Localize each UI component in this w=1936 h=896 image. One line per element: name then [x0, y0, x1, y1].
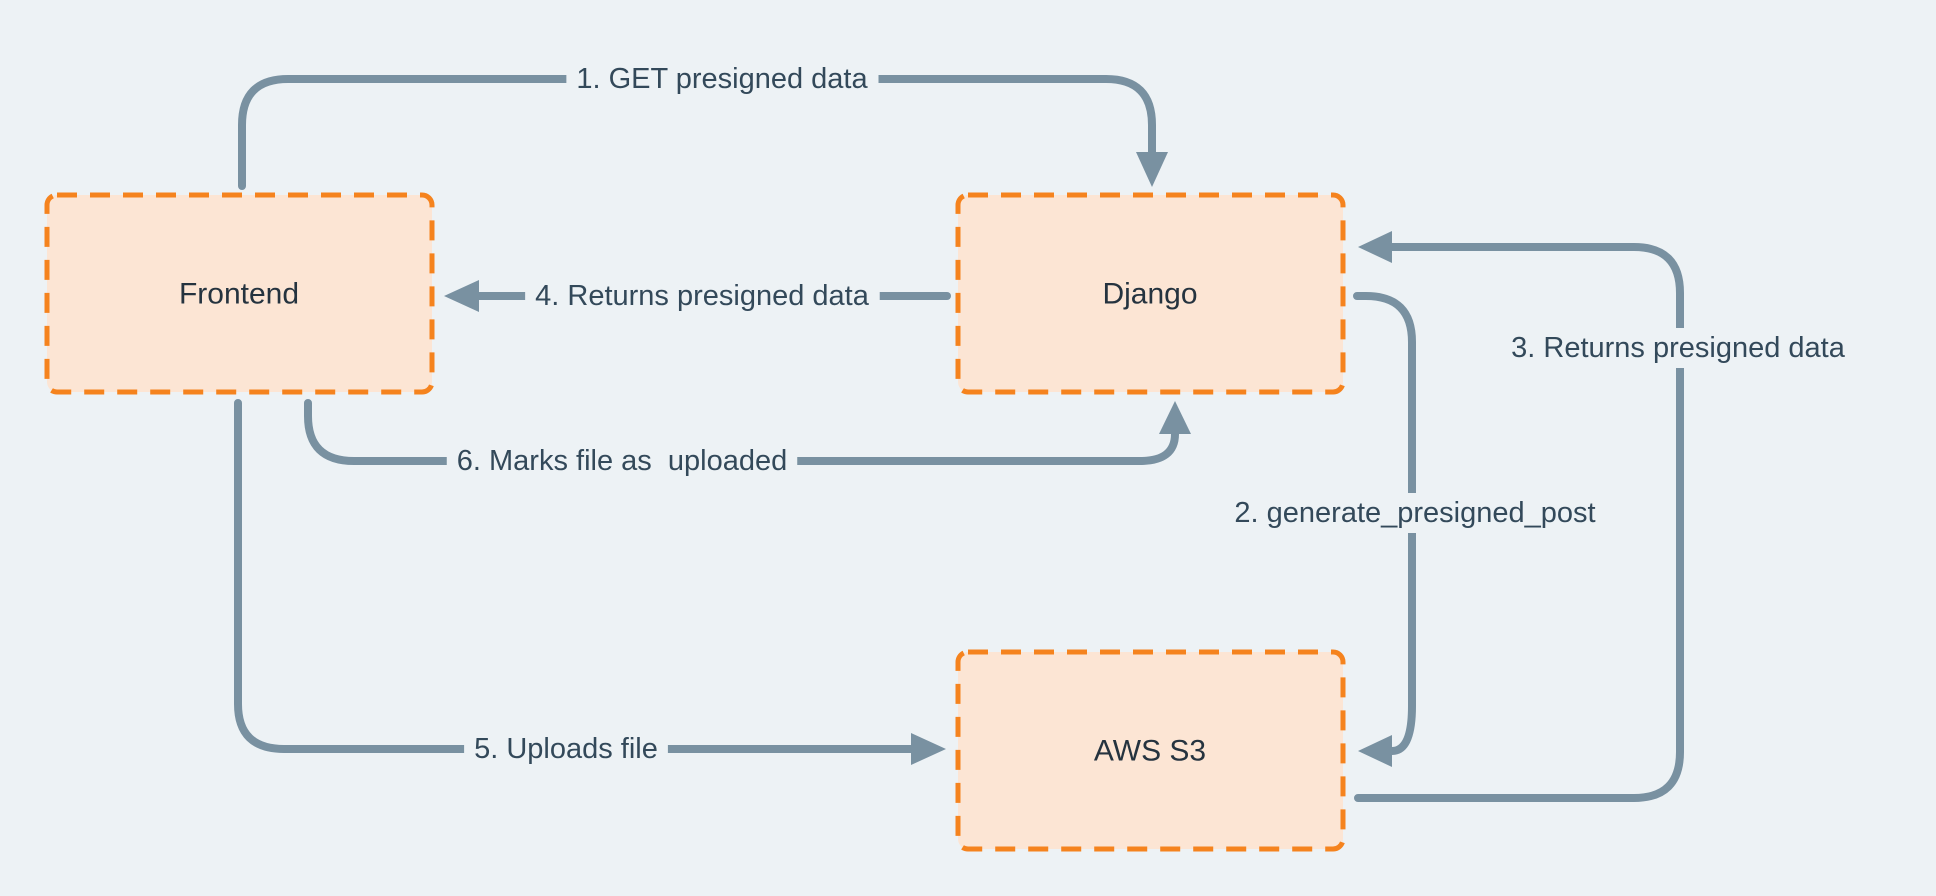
flow-3-returns-presigned-data-s3 [1354, 231, 1684, 802]
flow-2-generate-presigned-post [1353, 292, 1416, 767]
node-frontend: Frontend [44, 192, 435, 395]
label-mask [566, 59, 879, 99]
flow-6-marks-file-uploaded [304, 399, 1191, 465]
flow-1-label: 1. GET presigned data [576, 63, 868, 95]
flow-3-arrowhead-left-icon [1358, 231, 1392, 263]
flow-labels: 1. GET presigned data 2. generate_presig… [446, 59, 1856, 769]
node-aws-s3-box [955, 649, 1346, 852]
label-mask [446, 441, 798, 481]
flow-5-uploads-file [234, 399, 946, 765]
node-frontend-box [44, 192, 435, 395]
flow-5-arrowhead-right-icon [911, 733, 946, 765]
label-mask [464, 729, 668, 769]
flow-4-label: 4. Returns presigned data [535, 280, 870, 312]
node-aws-s3: AWS S3 [955, 649, 1346, 852]
flow-1-arrowhead-down-icon [1136, 152, 1168, 187]
flow-6-label: 6. Marks file as uploaded [457, 445, 787, 477]
label-mask [1224, 493, 1606, 533]
node-django: Django [955, 192, 1346, 395]
node-django-label: Django [1102, 278, 1197, 311]
flow-2-arrowhead-left-icon [1358, 735, 1392, 767]
flow-6-arrowhead-up-icon [1159, 401, 1191, 434]
flow-2-label: 2. generate_presigned_post [1234, 497, 1595, 529]
label-mask [525, 276, 880, 316]
label-mask [1501, 328, 1856, 368]
flow-3-label: 3. Returns presigned data [1511, 332, 1846, 364]
node-aws-s3-label: AWS S3 [1094, 735, 1206, 768]
node-django-box [955, 192, 1346, 395]
flow-6-path [304, 399, 1179, 465]
flow-3-path [1354, 243, 1684, 802]
node-frontend-label: Frontend [179, 278, 299, 311]
flow-5-path [234, 399, 915, 753]
flow-4-arrowhead-left-icon [444, 280, 479, 312]
flow-5-label: 5. Uploads file [474, 733, 658, 765]
flow-2-path [1353, 292, 1416, 755]
